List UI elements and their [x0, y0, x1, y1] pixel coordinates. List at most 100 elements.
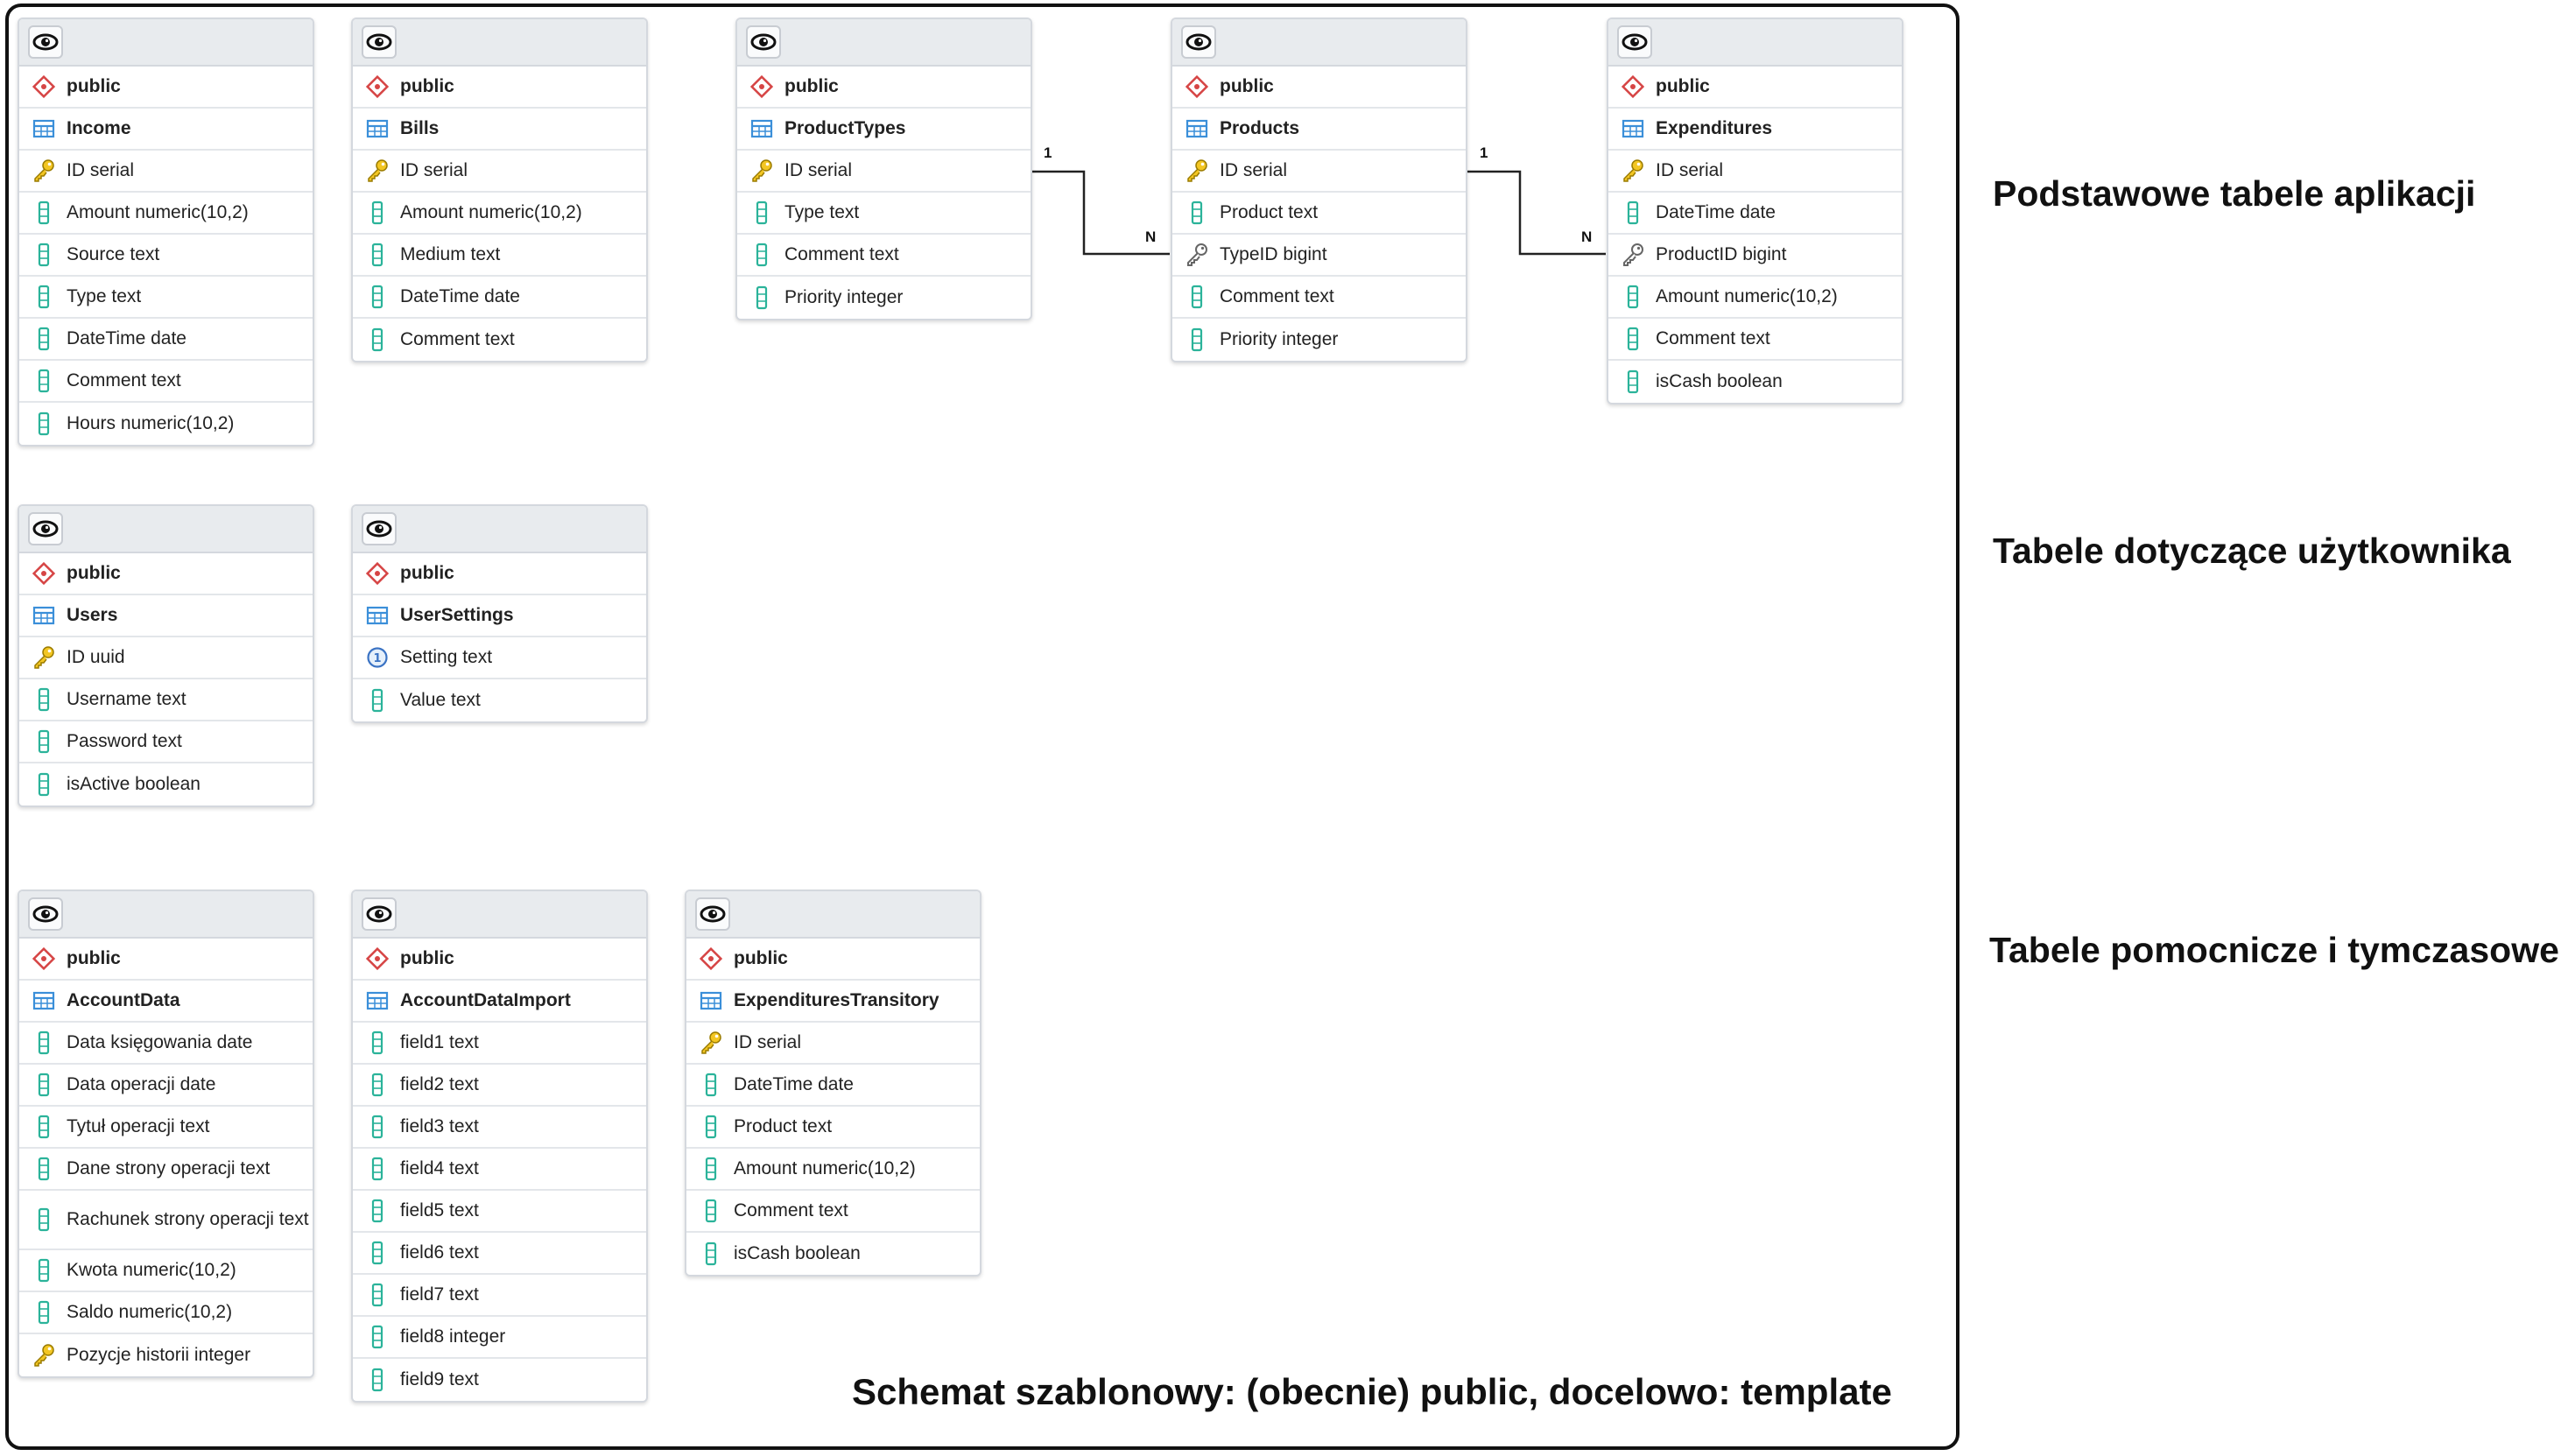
table-name[interactable]: Expenditures — [1608, 109, 1902, 151]
column-row[interactable]: Type text — [19, 277, 313, 319]
column-row[interactable]: field4 text — [353, 1149, 646, 1191]
column-row[interactable]: Product text — [686, 1107, 980, 1149]
column-row[interactable]: Comment text — [1172, 277, 1466, 319]
column-row[interactable]: DateTime date — [1608, 193, 1902, 235]
column-row[interactable]: Priority integer — [1172, 319, 1466, 361]
column-row[interactable]: Amount numeric(10,2) — [353, 193, 646, 235]
table-name[interactable]: Income — [19, 109, 313, 151]
schema-name[interactable]: public — [686, 939, 980, 981]
eye-icon[interactable] — [28, 512, 63, 545]
schema-name[interactable]: public — [353, 67, 646, 109]
schema-name[interactable]: public — [1172, 67, 1466, 109]
eye-icon[interactable] — [28, 897, 63, 931]
column-row[interactable]: DateTime date — [19, 319, 313, 361]
eye-icon[interactable] — [746, 25, 781, 59]
column-row[interactable]: isActive boolean — [19, 763, 313, 805]
column-row[interactable]: Comment text — [737, 235, 1031, 277]
column-row[interactable]: Password text — [19, 721, 313, 763]
column-row[interactable]: Comment text — [1608, 319, 1902, 361]
column-row[interactable]: Comment text — [686, 1191, 980, 1233]
column-row[interactable]: ID serial — [737, 151, 1031, 193]
column-row[interactable]: isCash boolean — [1608, 361, 1902, 403]
column-row[interactable]: Data operacji date — [19, 1065, 313, 1107]
column-row[interactable]: Data księgowania date — [19, 1023, 313, 1065]
table-name[interactable]: Products — [1172, 109, 1466, 151]
schema-name[interactable]: public — [19, 67, 313, 109]
schema-name[interactable]: public — [353, 553, 646, 595]
table-name[interactable]: Users — [19, 595, 313, 637]
eye-icon[interactable] — [695, 897, 730, 931]
column-row[interactable]: field1 text — [353, 1023, 646, 1065]
column-row[interactable]: Amount numeric(10,2) — [686, 1149, 980, 1191]
schema-name[interactable]: public — [737, 67, 1031, 109]
column-row[interactable]: Value text — [353, 679, 646, 721]
column-row-label: Type text — [784, 202, 860, 222]
column-row[interactable]: Comment text — [19, 361, 313, 403]
column-row[interactable]: Kwota numeric(10,2) — [19, 1250, 313, 1292]
column-icon — [32, 729, 56, 754]
table-name[interactable]: Bills — [353, 109, 646, 151]
column-row[interactable]: ID uuid — [19, 637, 313, 679]
eye-icon[interactable] — [1617, 25, 1652, 59]
column-row[interactable]: Pozycje historii integer — [19, 1334, 313, 1376]
schema-name[interactable]: public — [1608, 67, 1902, 109]
schema-name[interactable]: public — [19, 553, 313, 595]
column-row[interactable]: Username text — [19, 679, 313, 721]
eye-icon[interactable] — [28, 25, 63, 59]
column-row[interactable]: Amount numeric(10,2) — [19, 193, 313, 235]
column-row[interactable]: DateTime date — [353, 277, 646, 319]
table-icon — [32, 116, 56, 141]
table-name[interactable]: UserSettings — [353, 595, 646, 637]
column-row[interactable]: Amount numeric(10,2) — [1608, 277, 1902, 319]
table-name[interactable]: AccountDataImport — [353, 981, 646, 1023]
column-row[interactable]: ID serial — [19, 151, 313, 193]
eye-icon[interactable] — [362, 897, 397, 931]
column-row[interactable]: Hours numeric(10,2) — [19, 403, 313, 445]
column-row[interactable]: Comment text — [353, 319, 646, 361]
column-row[interactable]: Product text — [1172, 193, 1466, 235]
column-row[interactable]: field7 text — [353, 1275, 646, 1317]
column-row[interactable]: Priority integer — [737, 277, 1031, 319]
column-row[interactable]: Tytuł operacji text — [19, 1107, 313, 1149]
column-row[interactable]: Dane strony operacji text — [19, 1149, 313, 1191]
column-row[interactable]: field3 text — [353, 1107, 646, 1149]
column-row[interactable]: Medium text — [353, 235, 646, 277]
column-row[interactable]: field5 text — [353, 1191, 646, 1233]
column-row[interactable]: Rachunek strony operacji text — [19, 1191, 313, 1250]
column-row[interactable]: DateTime date — [686, 1065, 980, 1107]
column-icon — [365, 285, 390, 309]
column-row[interactable]: Saldo numeric(10,2) — [19, 1292, 313, 1334]
column-row[interactable]: field2 text — [353, 1065, 646, 1107]
schema-name[interactable]: public — [353, 939, 646, 981]
column-row[interactable]: ID serial — [686, 1023, 980, 1065]
column-row[interactable]: ProductID bigint — [1608, 235, 1902, 277]
eye-icon[interactable] — [362, 25, 397, 59]
column-row[interactable]: Type text — [737, 193, 1031, 235]
eye-icon[interactable] — [362, 512, 397, 545]
column-row[interactable]: TypeID bigint — [1172, 235, 1466, 277]
eye-icon[interactable] — [1181, 25, 1216, 59]
column-row[interactable]: field6 text — [353, 1233, 646, 1275]
column-row[interactable]: field9 text — [353, 1359, 646, 1401]
column-row[interactable]: ID serial — [1608, 151, 1902, 193]
table-name[interactable]: AccountData — [19, 981, 313, 1023]
column-row[interactable]: ID serial — [353, 151, 646, 193]
column-row[interactable]: field8 integer — [353, 1317, 646, 1359]
table-name[interactable]: ProductTypes — [737, 109, 1031, 151]
schema-name[interactable]: public — [19, 939, 313, 981]
column-row[interactable]: isCash boolean — [686, 1233, 980, 1275]
column-row[interactable]: ID serial — [1172, 151, 1466, 193]
table-name[interactable]: ExpendituresTransitory — [686, 981, 980, 1023]
column-row[interactable]: Source text — [19, 235, 313, 277]
